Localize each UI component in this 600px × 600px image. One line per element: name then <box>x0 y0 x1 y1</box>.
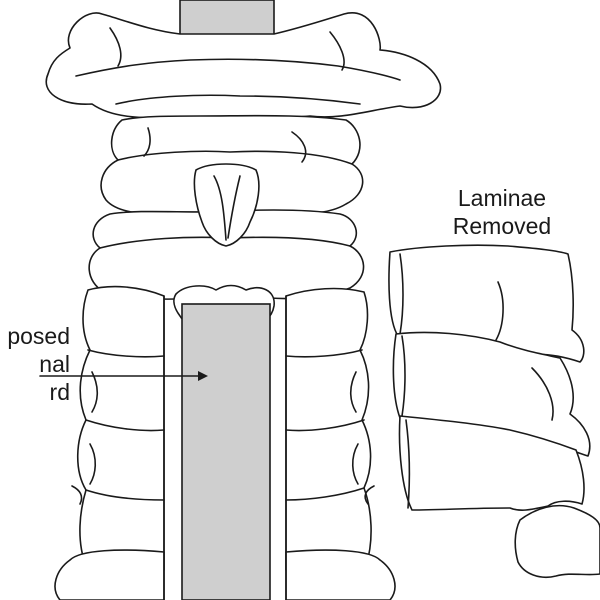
spinal-cord-lower <box>181 303 271 600</box>
label-line-1: posed <box>7 323 70 349</box>
spine-base-right <box>285 549 396 600</box>
spine-base <box>54 549 165 600</box>
label-line-1: Laminae <box>457 185 547 211</box>
spinous-process <box>193 163 260 247</box>
lateral-vertebra-3 <box>398 415 585 511</box>
label-line-3: rd <box>49 379 70 405</box>
label-pointer-arrowhead <box>198 371 208 381</box>
left-vertebral-column <box>76 285 165 573</box>
laminae-removed-label: Laminae Removed <box>427 184 577 240</box>
top-vertebra <box>45 12 442 121</box>
label-line-2: nal <box>39 351 70 377</box>
lateral-lower-process <box>514 504 600 578</box>
label-line-2: Removed <box>452 213 552 239</box>
exposed-spinal-cord-label: posed nal rd <box>7 322 70 406</box>
